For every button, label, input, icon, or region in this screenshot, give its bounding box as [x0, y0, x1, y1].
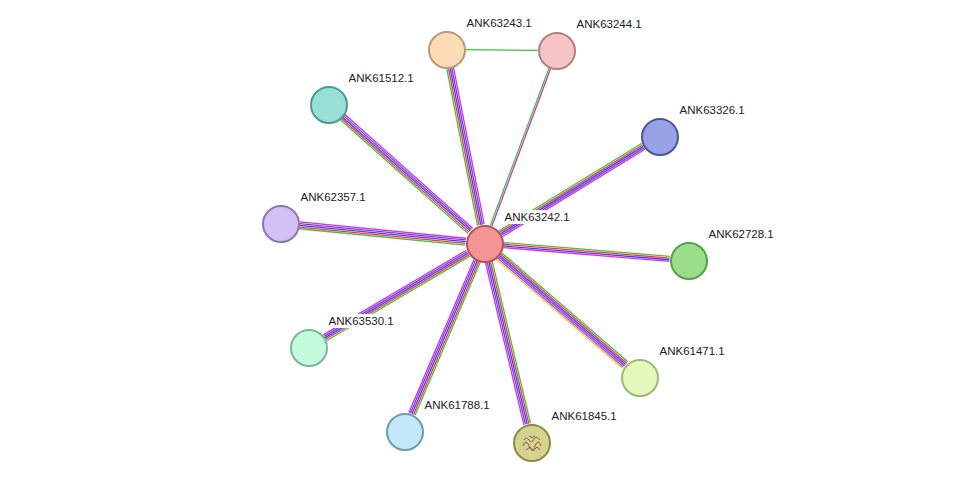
- protein-node: ANK62357.1: [262, 205, 300, 243]
- interaction-edge: [323, 250, 470, 341]
- node-label: ANK63326.1: [679, 103, 746, 117]
- node-label: ANK61512.1: [348, 71, 415, 85]
- protein-node: ANK61788.1: [386, 413, 424, 451]
- node-label: ANK61788.1: [424, 398, 491, 412]
- interaction-edge: [486, 261, 531, 425]
- interaction-edge: [409, 260, 480, 416]
- interaction-edge: [490, 68, 550, 226]
- protein-node: ANK61845.1: [513, 424, 551, 462]
- interaction-edge: [447, 67, 484, 225]
- interaction-edge: [465, 49, 537, 51]
- protein-node: ANK62728.1: [670, 242, 708, 280]
- protein-node: ANK61512.1: [310, 86, 348, 124]
- protein-node: ANK63244.1: [538, 32, 576, 70]
- interaction-edge: [299, 222, 466, 245]
- protein-node: ANK63242.1: [466, 225, 504, 263]
- node-label: ANK63244.1: [576, 17, 643, 31]
- node-label: ANK62728.1: [708, 227, 775, 241]
- node-label: ANK63243.1: [466, 16, 533, 30]
- protein-node: ANK63326.1: [641, 118, 679, 156]
- interaction-edge: [499, 144, 645, 237]
- node-label: ANK62357.1: [300, 190, 367, 204]
- node-label: ANK63530.1: [328, 314, 395, 328]
- node-label: ANK63242.1: [504, 210, 571, 224]
- protein-node: ANK63243.1: [428, 31, 466, 69]
- node-label: ANK61471.1: [659, 344, 726, 358]
- interaction-edge: [503, 243, 670, 262]
- structure-icon: [515, 426, 549, 460]
- interaction-edge: [340, 115, 472, 234]
- node-label: ANK61845.1: [551, 409, 618, 423]
- protein-node: ANK61471.1: [621, 359, 659, 397]
- protein-node: ANK63530.1: [290, 329, 328, 367]
- interaction-edge: [496, 253, 628, 369]
